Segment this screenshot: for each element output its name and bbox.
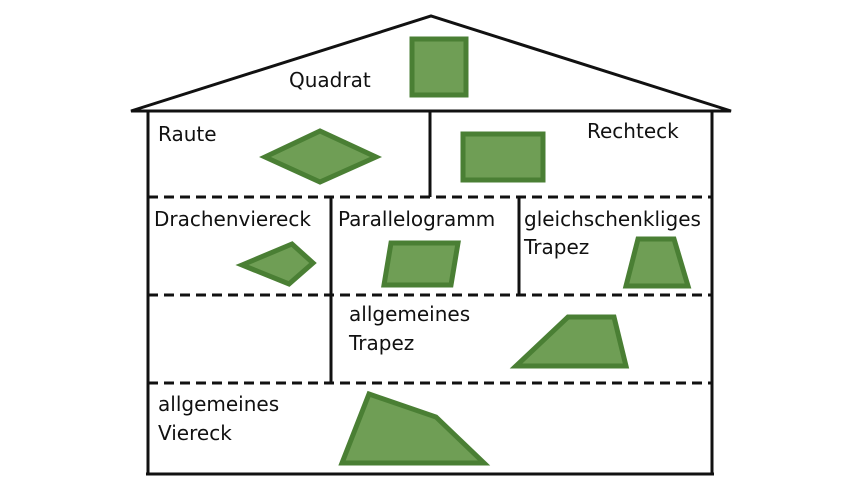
square-shape bbox=[409, 36, 469, 98]
label-raute: Raute bbox=[158, 122, 217, 146]
label-gleichschenkliges-trapez-line1: gleichschenkliges bbox=[524, 207, 701, 231]
rectangle-shape bbox=[460, 131, 546, 183]
label-drachenviereck: Drachenviereck bbox=[154, 207, 311, 231]
label-gleichschenkliges-trapez-line2: Trapez bbox=[524, 235, 590, 259]
label-allgemeines-viereck-line2: Viereck bbox=[158, 421, 232, 445]
label-parallelogramm: Parallelogramm bbox=[338, 207, 496, 231]
kite-shape bbox=[235, 241, 317, 287]
isosceles-trapezoid-shape bbox=[622, 236, 692, 289]
label-quadrat: Quadrat bbox=[289, 68, 371, 92]
label-allgemeines-trapez-line2: Trapez bbox=[349, 331, 415, 355]
general-trapezoid-shape bbox=[509, 314, 630, 369]
label-allgemeines-viereck-line1: allgemeines bbox=[158, 392, 280, 416]
label-rechteck: Rechteck bbox=[587, 119, 679, 143]
label-allgemeines-trapez-line1: allgemeines bbox=[349, 302, 471, 326]
rhombus-shape bbox=[259, 128, 383, 185]
general-quadrilateral-shape bbox=[338, 390, 491, 466]
parallelogram-shape bbox=[381, 240, 461, 288]
